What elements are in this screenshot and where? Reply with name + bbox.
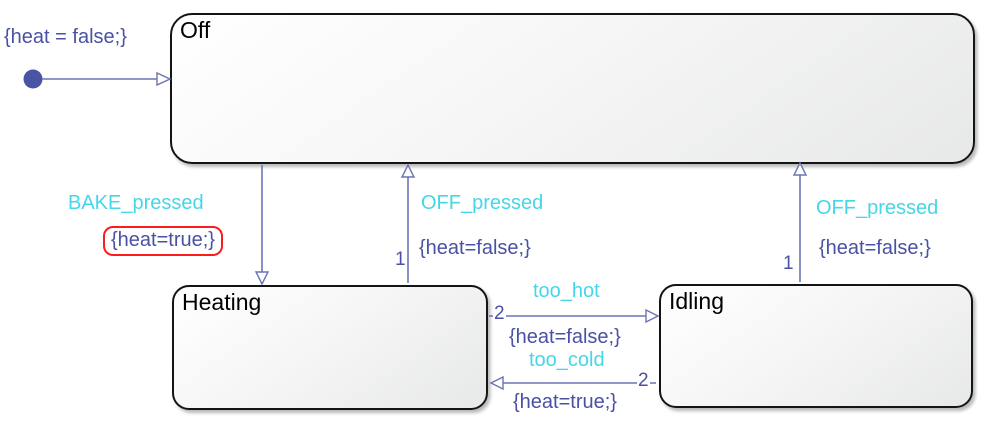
arrowhead-into-heating-right xyxy=(489,375,504,391)
arrowhead-into-off-bottom-right xyxy=(792,161,808,176)
transition-off-from-idling-event[interactable]: OFF_pressed xyxy=(816,197,939,219)
initial-transition-action[interactable]: {heat = false;} xyxy=(4,26,127,48)
state-off[interactable]: Off xyxy=(170,13,975,164)
initial-transition[interactable] xyxy=(23,69,172,89)
transition-off-from-idling-order[interactable]: 1 xyxy=(783,253,794,274)
transition-too-hot-order[interactable]: 2 xyxy=(493,303,506,324)
transition-off-from-heating-action[interactable]: {heat=false;} xyxy=(419,237,531,259)
transition-too-hot[interactable] xyxy=(489,308,660,324)
transition-too-cold-action[interactable]: {heat=true;} xyxy=(513,391,617,413)
transition-off-from-heating[interactable] xyxy=(400,163,416,283)
arrowhead-into-off-bottom-left xyxy=(400,163,416,178)
transition-too-hot-event[interactable]: too_hot xyxy=(533,280,600,302)
state-heating-label: Heating xyxy=(182,289,262,315)
transition-bake[interactable] xyxy=(254,165,270,286)
arrowhead-into-off-left xyxy=(156,71,172,87)
state-heating[interactable]: Heating xyxy=(172,285,488,410)
state-off-label: Off xyxy=(180,17,211,43)
transition-off-from-idling[interactable] xyxy=(792,161,808,282)
transition-off-from-heating-event[interactable]: OFF_pressed xyxy=(421,192,544,214)
state-idling[interactable]: Idling xyxy=(659,284,973,408)
state-idling-label: Idling xyxy=(669,288,724,314)
transition-bake-event[interactable]: BAKE_pressed xyxy=(68,192,204,214)
highlight-box: {heat=true;} xyxy=(103,226,223,256)
transition-off-from-heating-order[interactable]: 1 xyxy=(395,249,406,270)
transition-too-hot-action[interactable]: {heat=false;} xyxy=(509,326,621,348)
arrowhead-into-idling-left xyxy=(645,308,660,324)
transition-too-cold[interactable] xyxy=(489,375,656,391)
transition-too-cold-event[interactable]: too_cold xyxy=(529,349,605,371)
transition-too-cold-order[interactable]: 2 xyxy=(637,370,650,391)
transition-off-from-idling-action[interactable]: {heat=false;} xyxy=(819,237,931,259)
initial-transition-dot[interactable] xyxy=(23,69,43,89)
transition-bake-action[interactable]: {heat=true;} xyxy=(111,229,215,251)
arrowhead-into-heating-top xyxy=(254,271,270,286)
